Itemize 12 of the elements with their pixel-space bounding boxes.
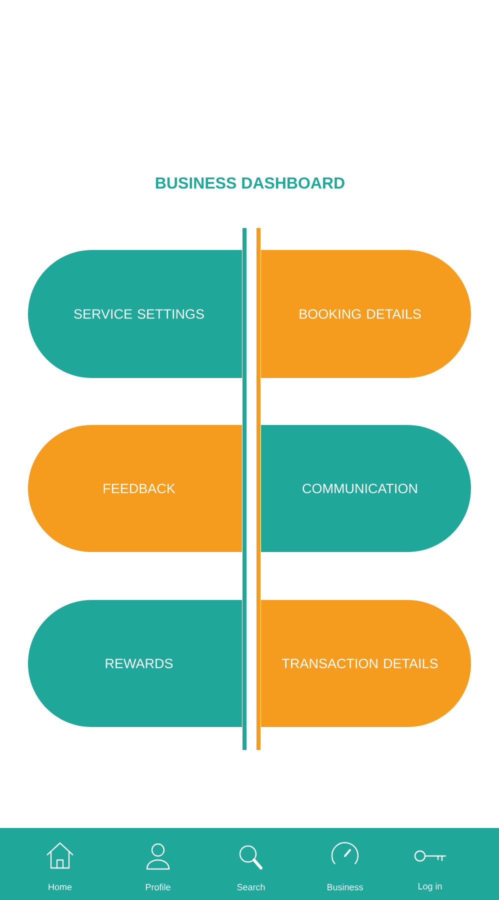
menu-button: COMMUNICATION	[261, 425, 471, 552]
nav-label: Profile	[146, 884, 170, 890]
node-label: REWARDS	[106, 658, 173, 668]
node-label: TRANSACTION DETAILS	[282, 658, 438, 668]
nav-label: Search	[237, 884, 265, 890]
node-label: BOOKING DETAILS	[300, 309, 421, 319]
nav-label: Log in	[418, 882, 442, 892]
heading: BUSINESS DASHBOARD	[156, 177, 344, 189]
menu-button: FEEDBACK	[28, 425, 242, 552]
nav-label: Business	[327, 884, 363, 890]
nav-label: Home	[48, 884, 72, 890]
node-label: SERVICE SETTINGS	[74, 309, 204, 319]
